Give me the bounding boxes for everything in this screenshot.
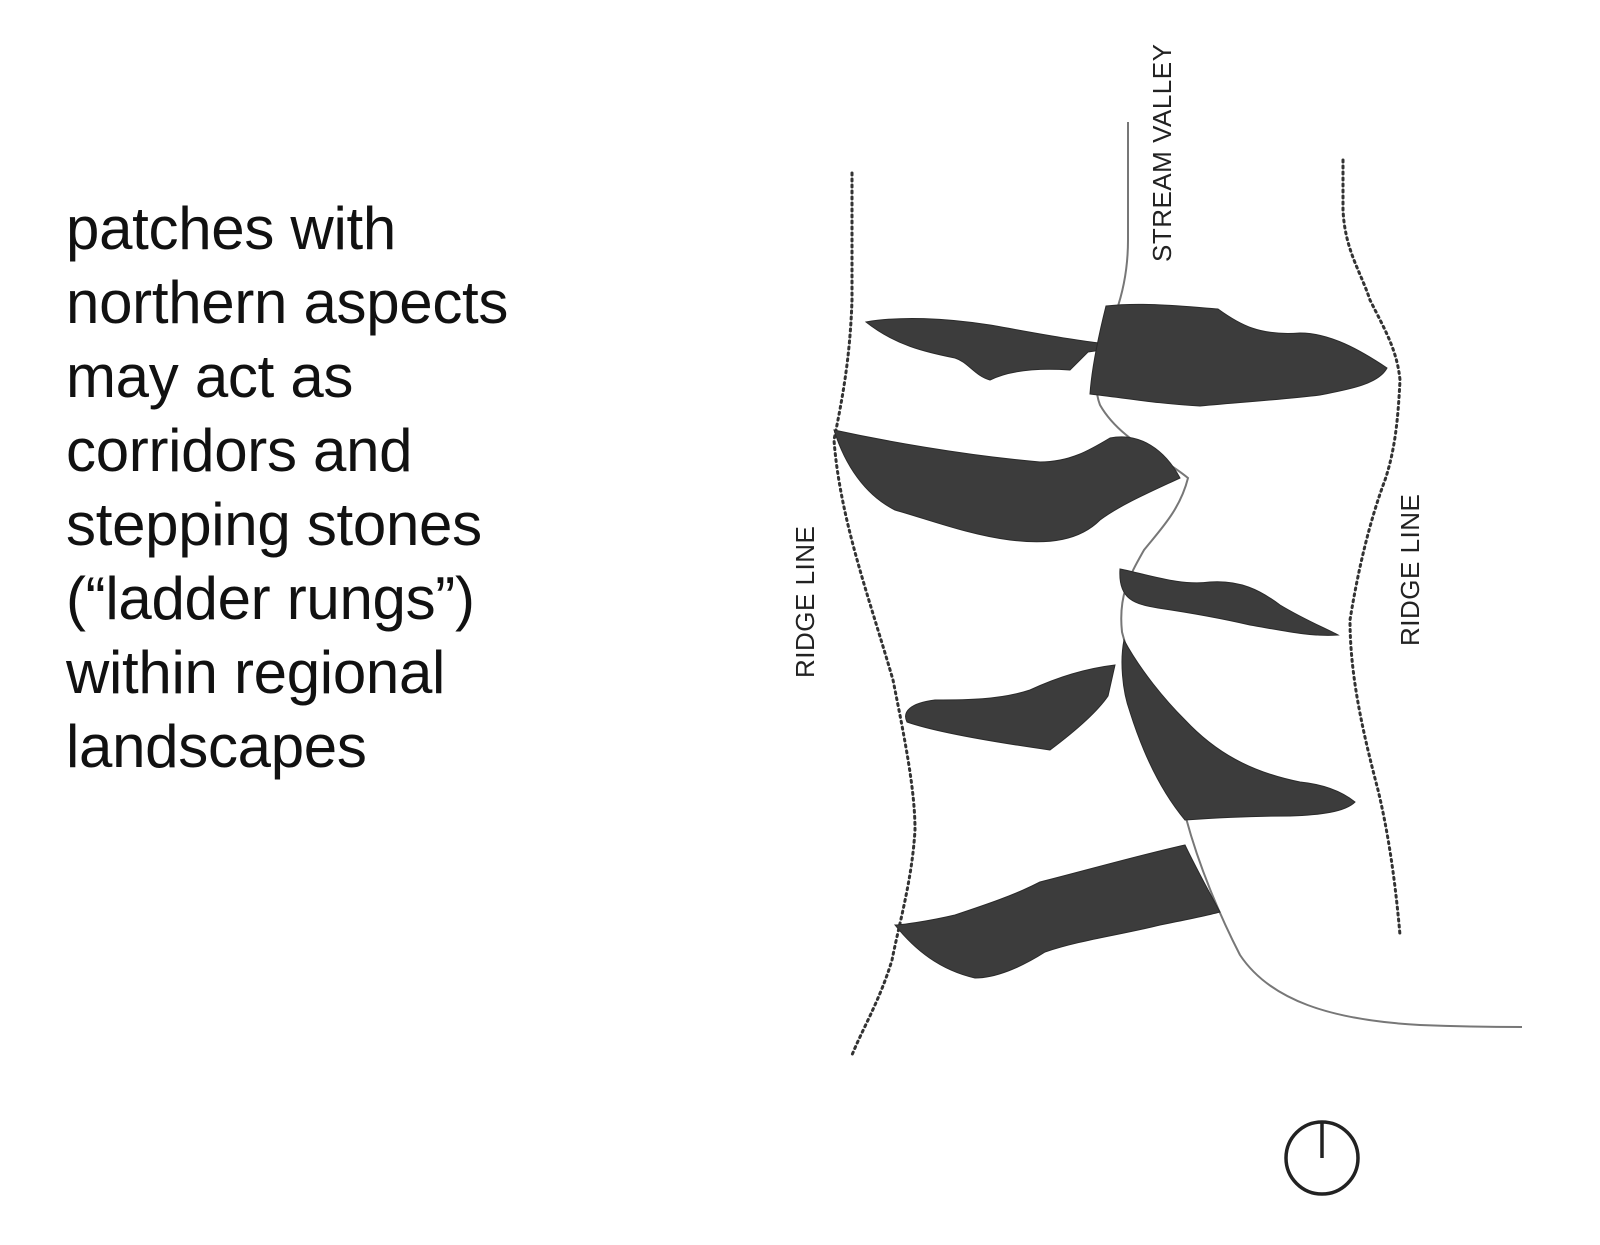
caption-line: patches with bbox=[66, 195, 396, 262]
habitat-patch bbox=[833, 429, 1181, 543]
caption-line: within regional bbox=[66, 639, 446, 706]
habitat-patch bbox=[864, 317, 1103, 381]
ridge-line-right bbox=[1341, 158, 1402, 937]
habitat-patch bbox=[1119, 568, 1340, 636]
habitat-patch bbox=[905, 664, 1116, 751]
caption-line: landscapes bbox=[66, 713, 367, 780]
habitat-patch bbox=[893, 844, 1221, 979]
caption-line: corridors and bbox=[66, 417, 413, 484]
ridge-line-left bbox=[832, 171, 917, 1057]
caption-line: (“ladder rungs”) bbox=[66, 565, 475, 632]
caption-text: patches with northern aspects may act as… bbox=[66, 192, 626, 784]
caption-line: may act as bbox=[66, 343, 354, 410]
caption-line: northern aspects bbox=[66, 269, 509, 336]
stream-valley-label: STREAM VALLEY bbox=[1147, 44, 1177, 262]
ridge-line-label-right: RIDGE LINE bbox=[1395, 494, 1425, 646]
ridge-line-label-left: RIDGE LINE bbox=[790, 526, 820, 678]
habitat-patch bbox=[1089, 303, 1388, 407]
north-arrow-icon bbox=[1284, 1120, 1360, 1196]
habitat-patch bbox=[1121, 638, 1356, 821]
caption-line: stepping stones bbox=[66, 491, 482, 558]
